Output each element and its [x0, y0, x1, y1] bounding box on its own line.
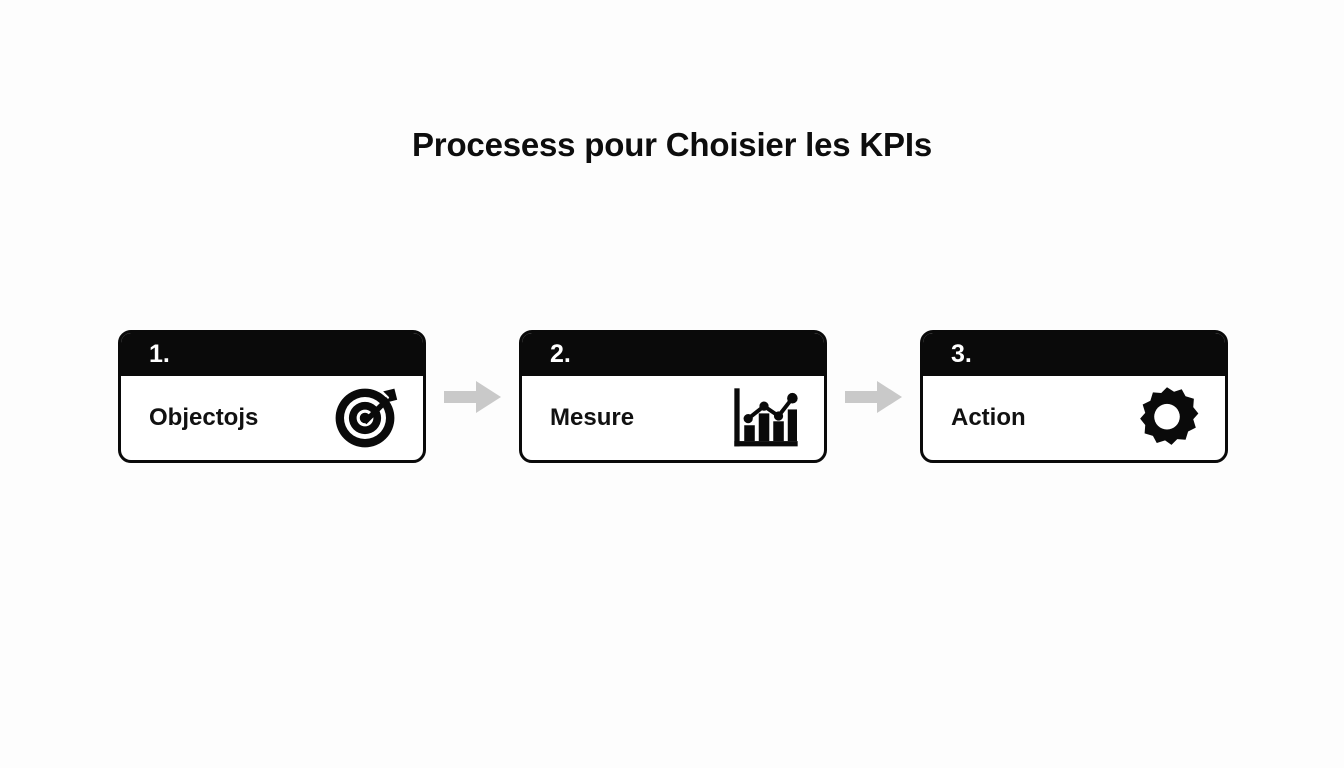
step-label-2: Mesure — [550, 404, 635, 431]
step-number-3: 3. — [951, 340, 972, 368]
step-number-2: 2. — [550, 340, 571, 368]
step-card-header-2: 2. — [522, 333, 824, 376]
step-card-body-2: Mesure — [522, 376, 824, 460]
step-card-header-1: 1. — [121, 333, 423, 376]
step-card-2[interactable]: 2. Mesure — [519, 330, 827, 463]
process-flow-diagram: 1. Objectojs — [118, 330, 1228, 463]
arrow-right-icon — [443, 380, 502, 414]
arrow-right-icon — [844, 380, 903, 414]
step-card-body-3: Action — [923, 376, 1225, 460]
step-card-body-1: Objectojs — [121, 376, 423, 460]
gear-icon — [1131, 382, 1203, 454]
step-number-1: 1. — [149, 340, 170, 368]
flow-connector-1 — [439, 377, 507, 417]
step-label-3: Action — [951, 404, 1026, 431]
flow-connector-2 — [840, 377, 908, 417]
step-card-header-3: 3. — [923, 333, 1225, 376]
step-card-3[interactable]: 3. Action — [920, 330, 1228, 463]
page-title: Procesess pour Choisier les KPIs — [412, 126, 932, 163]
step-label-1: Objectojs — [149, 404, 259, 431]
bar-chart-trend-icon — [730, 382, 802, 454]
target-arrow-icon — [329, 382, 401, 454]
step-card-1[interactable]: 1. Objectojs — [118, 330, 426, 463]
